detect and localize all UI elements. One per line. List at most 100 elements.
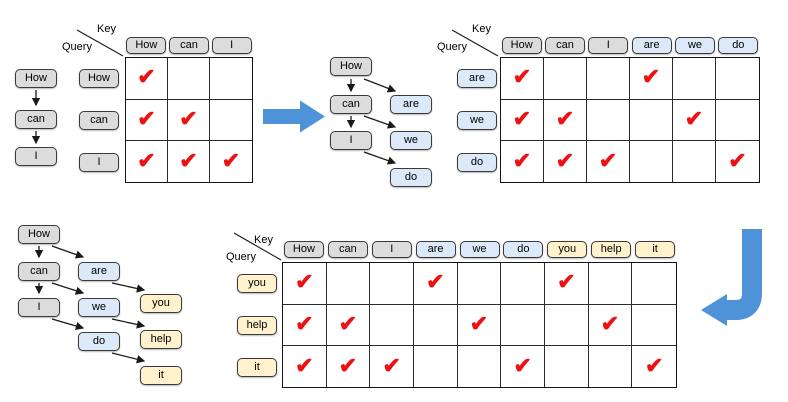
checkmark-icon: ✔ <box>641 64 661 90</box>
matrix-cell: ✔ <box>126 141 168 182</box>
token-chip: can <box>18 262 60 281</box>
key-label: Key <box>97 23 116 35</box>
matrix-cell <box>672 58 716 100</box>
matrix-cell: ✔ <box>545 263 589 305</box>
checkmark-icon: ✔ <box>512 105 532 131</box>
query-header-chip: do <box>457 152 497 172</box>
key-header-chip: are <box>415 241 456 258</box>
matrix-cell: ✔ <box>283 263 327 305</box>
matrix-cell <box>630 141 673 182</box>
checkmark-icon: ✔ <box>513 352 532 378</box>
checkmark-icon: ✔ <box>338 310 358 336</box>
token-connector-arrow <box>363 115 397 129</box>
matrix-cell: ✔ <box>370 346 414 387</box>
matrix-cell: ✔ <box>543 99 587 142</box>
checkmark-icon: ✔ <box>684 105 704 131</box>
query-label: Query <box>226 251 256 263</box>
key-header-chip: do <box>718 37 759 54</box>
matrix-cell: ✔ <box>588 304 633 347</box>
flow-arrow-down-left-head-icon <box>701 294 727 326</box>
matrix-cell: ✔ <box>632 346 676 387</box>
checkmark-icon: ✔ <box>644 352 664 378</box>
attention-matrix: ✔✔✔✔✔✔✔✔✔✔✔✔ <box>282 262 677 388</box>
token-chip: can <box>15 110 57 129</box>
matrix-cell <box>501 304 545 347</box>
checkmark-icon: ✔ <box>338 352 358 378</box>
matrix-cell: ✔ <box>672 99 716 142</box>
matrix-cell: ✔ <box>501 346 545 387</box>
token-chip: I <box>15 147 57 166</box>
token-chip: can <box>330 95 372 114</box>
flow-arrow-right-icon <box>263 100 325 133</box>
token-connector-arrow <box>363 151 397 165</box>
matrix-cell: ✔ <box>414 263 458 305</box>
matrix-cell <box>458 346 502 387</box>
matrix-cell <box>210 100 252 142</box>
token-connector-arrow <box>111 282 146 293</box>
matrix-cell: ✔ <box>168 99 210 142</box>
key-header-chip: can <box>327 241 368 258</box>
matrix-cell <box>545 346 589 387</box>
matrix-cell: ✔ <box>126 58 168 100</box>
matrix-cell: ✔ <box>544 141 587 182</box>
token-chip: we <box>78 298 120 317</box>
matrix-cell <box>370 263 414 305</box>
key-header-chip: we <box>674 37 715 54</box>
matrix-cell <box>715 100 759 142</box>
query-header-chip: are <box>457 68 497 88</box>
key-header-chip: I <box>588 37 629 54</box>
key-header-chip: we <box>459 241 500 258</box>
matrix-cell <box>545 304 589 347</box>
matrix-cell: ✔ <box>283 346 327 387</box>
token-chip: How <box>18 225 60 244</box>
query-header-chip: it <box>237 357 277 377</box>
key-header-chip: I <box>371 241 412 258</box>
query-header-chip: you <box>237 273 277 293</box>
attention-matrix: ✔✔✔✔✔✔ <box>125 57 253 183</box>
key-label: Key <box>254 234 273 246</box>
checkmark-icon: ✔ <box>295 352 314 378</box>
checkmark-icon: ✔ <box>469 310 489 336</box>
matrix-cell <box>588 263 633 305</box>
token-connector-arrow <box>51 245 85 259</box>
matrix-cell: ✔ <box>210 141 252 182</box>
checkmark-icon: ✔ <box>221 147 241 173</box>
key-header-chip: How <box>126 37 167 54</box>
matrix-cell: ✔ <box>457 304 502 347</box>
matrix-cell: ✔ <box>501 58 544 100</box>
key-header-chip: it <box>635 241 676 258</box>
matrix-cell <box>632 305 676 347</box>
checkmark-icon: ✔ <box>555 105 575 131</box>
matrix-cell <box>589 346 633 387</box>
checkmark-icon: ✔ <box>728 147 747 173</box>
checkmark-icon: ✔ <box>295 269 314 295</box>
key-header-chip: How <box>501 37 542 54</box>
key-header-chip: can <box>544 37 585 54</box>
checkmark-icon: ✔ <box>137 64 156 90</box>
query-header-chip: help <box>237 315 277 335</box>
matrix-cell <box>715 58 759 100</box>
matrix-cell <box>586 99 630 142</box>
matrix-cell <box>326 263 371 305</box>
attention-matrix: ✔✔✔✔✔✔✔✔✔ <box>500 57 760 183</box>
token-connector-arrow <box>111 318 146 329</box>
checkmark-icon: ✔ <box>512 64 532 90</box>
token-chip: we <box>390 131 432 150</box>
matrix-cell: ✔ <box>326 304 371 347</box>
checkmark-icon: ✔ <box>557 269 576 295</box>
matrix-cell <box>629 99 673 142</box>
matrix-cell <box>543 58 587 100</box>
token-connector-arrow <box>51 318 85 331</box>
checkmark-icon: ✔ <box>555 147 575 173</box>
query-header-chip: we <box>457 110 497 130</box>
key-header-chip: How <box>283 241 324 258</box>
token-chip: it <box>140 366 182 385</box>
matrix-cell <box>586 58 630 100</box>
key-header-chip: help <box>591 241 632 258</box>
flow-arrow-down-left-icon <box>726 229 762 320</box>
key-header-chip: do <box>503 241 544 258</box>
token-chip: do <box>78 332 120 351</box>
key-header-chip: you <box>547 241 588 258</box>
matrix-cell: ✔ <box>629 58 673 100</box>
